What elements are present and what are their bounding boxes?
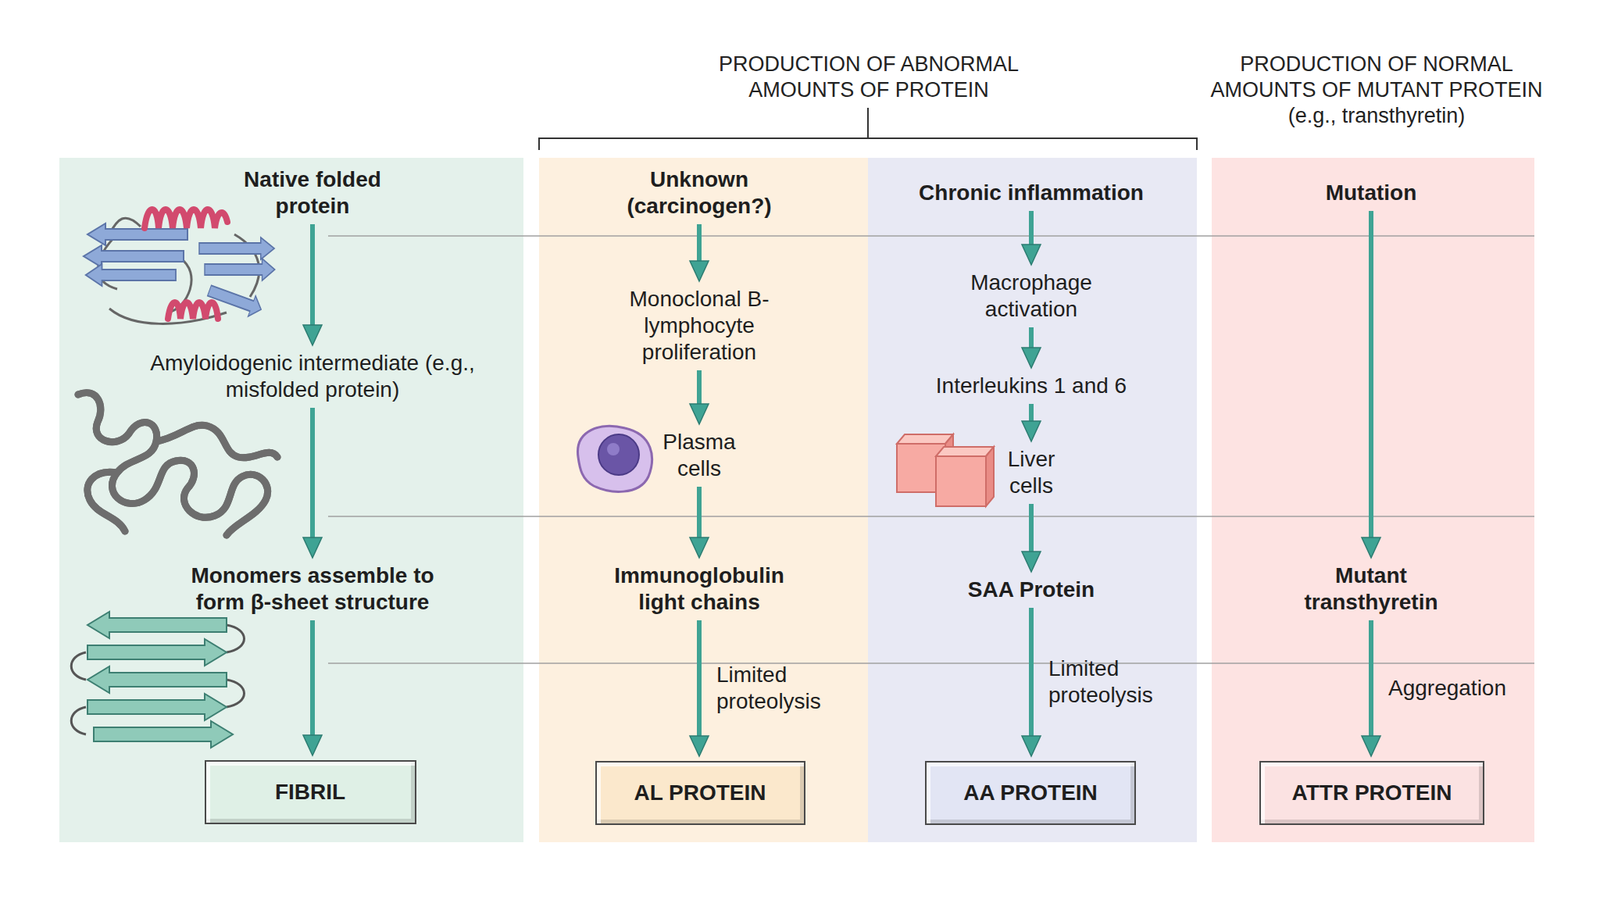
result-box: FIBRIL: [204, 760, 417, 825]
panel-lavender: [867, 157, 1197, 843]
step-label: Chronic inflammation: [875, 179, 1188, 207]
section-header: PRODUCTION OF ABNORMAL AMOUNTS OF PROTEI…: [677, 51, 1061, 104]
plasma-cell-illustration: [578, 425, 653, 492]
step-label: Plasma cells: [650, 428, 749, 483]
node-text: Amyloidogenic intermediate (e.g., misfol…: [144, 350, 481, 404]
edge-label: Limited proteolysis: [1048, 655, 1190, 709]
flow-arrow: [1021, 607, 1041, 757]
panel-orange: [539, 157, 868, 843]
node-text: Monomers assemble to form β-sheet struct…: [167, 562, 458, 616]
step-label: Liver cells: [990, 446, 1073, 500]
step-label: Monomers assemble to form β-sheet struct…: [167, 562, 458, 616]
step-label: Mutant transthyretin: [1281, 562, 1461, 616]
native-protein-illustration: [83, 209, 275, 324]
node-text: Liver cells: [990, 446, 1073, 500]
result-box: AA PROTEIN: [925, 760, 1136, 825]
flow-arrow: [303, 407, 322, 558]
flow-arrow: [303, 224, 322, 346]
node-text: Native folded protein: [222, 166, 403, 220]
flow-arrow: [303, 620, 322, 756]
node-text: Plasma cells: [650, 428, 749, 483]
flow-arrow: [689, 486, 709, 558]
panel-green: [59, 157, 524, 843]
node-text: Immunoglobulin light chains: [593, 562, 805, 616]
misfolded-coil-illustration: [78, 392, 278, 536]
bracket: [539, 107, 1197, 150]
node-text: Interleukins 1 and 6: [890, 372, 1172, 400]
step-label: SAA Protein: [914, 576, 1149, 604]
node-text: Chronic inflammation: [875, 179, 1188, 207]
result-box: AL PROTEIN: [595, 760, 806, 825]
step-label: Mutation: [1253, 179, 1489, 207]
result-box: ATTR PROTEIN: [1259, 760, 1485, 825]
node-text: Unknown (carcinogen?): [597, 166, 801, 220]
step-label: Unknown (carcinogen?): [597, 166, 801, 220]
flow-arrow: [1361, 210, 1381, 558]
node-text: SAA Protein: [914, 576, 1149, 604]
flow-arrow: [1021, 210, 1041, 265]
guide-lines: [328, 235, 1535, 664]
beta-sheet-illustration: [71, 611, 244, 748]
flow-arrow: [689, 224, 709, 282]
flow-arrow: [689, 370, 709, 425]
node-text: AL PROTEIN: [633, 779, 766, 807]
node-text: Monoclonal B-lymphocyte proliferation: [613, 285, 786, 366]
step-label: Amyloidogenic intermediate (e.g., misfol…: [144, 350, 481, 404]
flow-arrow: [1021, 503, 1041, 572]
flow-arrow: [689, 620, 709, 757]
flow-arrow: [1021, 403, 1041, 442]
step-label: Interleukins 1 and 6: [890, 372, 1172, 400]
step-label: Native folded protein: [222, 166, 403, 220]
liver-cells-illustration: [896, 434, 994, 507]
step-label: Monoclonal B-lymphocyte proliferation: [613, 285, 786, 366]
node-text: FIBRIL: [275, 778, 346, 806]
step-label: Macrophage activation: [941, 269, 1122, 323]
step-label: Immunoglobulin light chains: [593, 562, 805, 616]
node-text: Macrophage activation: [941, 269, 1122, 323]
node-text: Mutation: [1253, 179, 1489, 207]
panel-pink: [1211, 157, 1535, 843]
node-text: AA PROTEIN: [963, 779, 1098, 807]
flow-arrow: [1361, 620, 1381, 757]
node-text: Mutant transthyretin: [1281, 562, 1461, 616]
section-header: PRODUCTION OF NORMAL AMOUNTS OF MUTANT P…: [1208, 51, 1545, 129]
edge-label: Limited proteolysis: [716, 661, 858, 715]
flow-arrow: [1021, 327, 1041, 368]
edge-label: Aggregation: [1388, 675, 1507, 702]
node-text: ATTR PROTEIN: [1292, 779, 1453, 807]
